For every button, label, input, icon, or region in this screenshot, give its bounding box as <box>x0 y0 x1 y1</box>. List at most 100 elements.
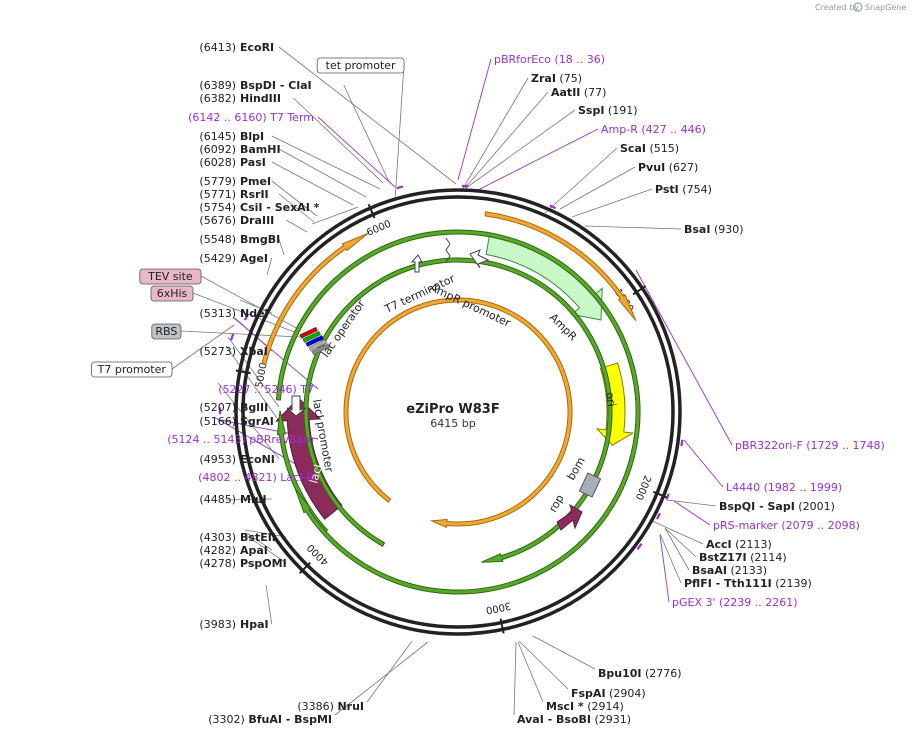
site-label-pvui: PvuI (627) <box>638 161 698 174</box>
leader-line <box>278 148 367 198</box>
leader-line <box>334 641 429 716</box>
site-pos: (6028) <box>199 156 236 169</box>
backbone-ring <box>234 188 682 636</box>
primer-label: L4440 (1982 .. 1999) <box>726 481 842 494</box>
primer-label: Amp-R (427 .. 446) <box>601 123 706 136</box>
primer-label: (6142 .. 6160) T7 Term <box>188 111 314 124</box>
site-name-1: EcoNI <box>240 453 275 466</box>
leader-line <box>532 635 596 670</box>
site-name-1: DraIII <box>240 214 274 227</box>
site-label-scai: ScaI (515) <box>620 142 679 155</box>
site-name-1: PspOMI <box>240 557 287 570</box>
site-label-mlui: (4485) <box>199 493 236 506</box>
leader-line <box>271 161 354 206</box>
site-name-1: EcoRI <box>240 41 274 54</box>
site-pos: (6389) <box>199 79 236 92</box>
primer-label: (5124 .. 5143) pBRrevBam <box>167 433 314 446</box>
lac-operator-stack-icon <box>311 343 330 356</box>
site-name: SspI <box>578 104 604 117</box>
feature-box-label: T7 promoter <box>97 363 167 376</box>
site-pos: (5676) <box>199 214 236 227</box>
primer-label: pBRforEco (18 .. 36) <box>494 53 605 66</box>
site-label-acci: AccI (2113) <box>706 538 772 551</box>
site-name: BsaI <box>684 223 710 236</box>
site-name-1: PmeI <box>240 175 271 188</box>
credit-text: Created by <box>815 3 859 12</box>
ruler-label: 5000 <box>254 362 269 389</box>
site-pos: (191) <box>604 104 637 117</box>
site-name: MluI <box>240 493 267 506</box>
leader-lines <box>171 46 733 716</box>
ruler-tick <box>298 561 311 574</box>
leader-line <box>544 147 618 214</box>
site-pos: (5166) <box>199 415 236 428</box>
primer-bar <box>680 439 684 447</box>
feature-arrows <box>261 211 641 595</box>
site-name: Bpu10I <box>598 667 642 680</box>
site-name-1: BglII <box>240 401 268 414</box>
leader-line <box>246 532 273 551</box>
site-name: ScaI <box>620 142 646 155</box>
site-pos: (515) <box>646 142 679 155</box>
leader-line <box>649 519 704 545</box>
site-pos: (5207) <box>199 401 236 414</box>
site-pos: (6382) <box>199 92 236 105</box>
feature-label-lac-operator: lac operator <box>319 297 368 359</box>
site-label-hpai: (3983) <box>199 618 236 631</box>
site-name-1: BspDI <box>240 79 276 92</box>
leader-line <box>343 84 390 183</box>
leader-line <box>227 336 280 408</box>
snapgene-logo-icon <box>853 2 863 12</box>
site-pos: (4485) <box>199 493 236 506</box>
leader-line <box>460 77 529 193</box>
site-pos: (75) <box>556 72 582 85</box>
site-name-1: PasI <box>240 156 266 169</box>
plasmid-center: eZiPro W83F 6415 bp <box>406 402 499 430</box>
site-pos: (2904) <box>606 687 646 700</box>
primer-bar <box>243 313 249 321</box>
feature-box-6xhis <box>150 285 194 302</box>
site-name: BstZ17I <box>699 551 747 564</box>
leader-line <box>464 91 549 189</box>
site-label-econi: (4953) <box>199 453 236 466</box>
site-name: PspOMI <box>240 557 287 570</box>
site-name-2: - BsoBI <box>544 713 591 726</box>
primer-label: pGEX 3' (2239 .. 2261) <box>672 596 798 609</box>
primer-label: pBR322ori-F (1729 .. 1748) <box>735 439 885 452</box>
site-label-hindiii: (6382) <box>199 92 236 105</box>
primer-bar <box>230 333 235 341</box>
leader-line <box>225 498 272 501</box>
laci-promoter-icon <box>286 395 307 417</box>
site-name-1: BamHI <box>240 143 281 156</box>
site-label-sspi: SspI (191) <box>578 104 638 117</box>
site-label-bglii: (5207) <box>199 401 236 414</box>
site-pos: (4278) <box>199 557 236 570</box>
t7-terminator-icon <box>410 254 423 273</box>
site-label-bmgbi: (5548) <box>199 233 236 246</box>
plasmid-name: eZiPro W83F <box>406 402 499 417</box>
ruler-label: 6000 <box>365 219 393 239</box>
site-pos: (2133) <box>727 564 767 577</box>
site-pos: (4303) <box>199 531 236 544</box>
site-name: RsrII <box>240 188 269 201</box>
site-label-pspomi: (4278) <box>199 557 236 570</box>
site-pos: (2113) <box>732 538 772 551</box>
site-pos: (5754) <box>199 201 236 214</box>
primer-label: pRS-marker (2079 .. 2098) <box>713 519 860 532</box>
leader-line <box>171 324 235 370</box>
ruler-label: 2000 <box>633 474 653 502</box>
site-pos: (3983) <box>199 618 236 631</box>
leader-line <box>244 529 287 538</box>
ruler-tick <box>652 490 668 499</box>
site-name: AvaI <box>517 713 544 726</box>
primer-label: (5227 .. 5246) T7 <box>218 383 314 396</box>
site-pos: (4282) <box>199 544 236 557</box>
site-name: PvuI <box>638 161 665 174</box>
site-name-2: - SapI <box>755 500 795 513</box>
lac-operator-stack-icon <box>299 326 318 339</box>
feature-arrow-orange <box>484 211 637 322</box>
site-name-2: - ClaI <box>276 79 312 92</box>
site-name: BmgBI <box>240 233 280 246</box>
